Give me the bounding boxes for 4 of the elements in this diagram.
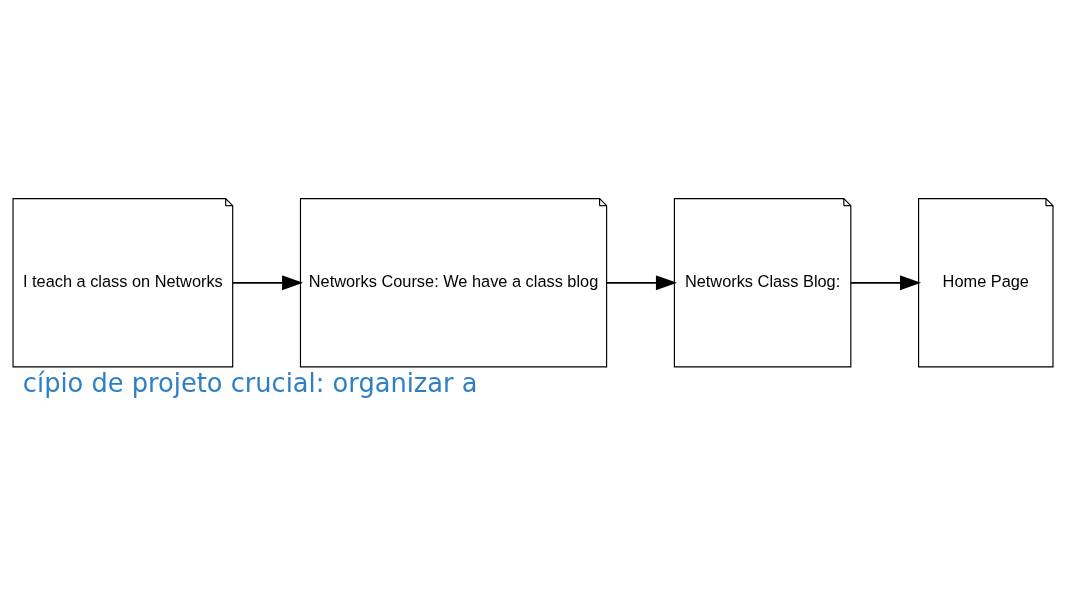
- arrow: [232, 275, 304, 291]
- caption: cípio de projeto crucial: organizar a: [22, 368, 478, 399]
- arrow: [605, 275, 677, 291]
- arrow: [850, 275, 922, 291]
